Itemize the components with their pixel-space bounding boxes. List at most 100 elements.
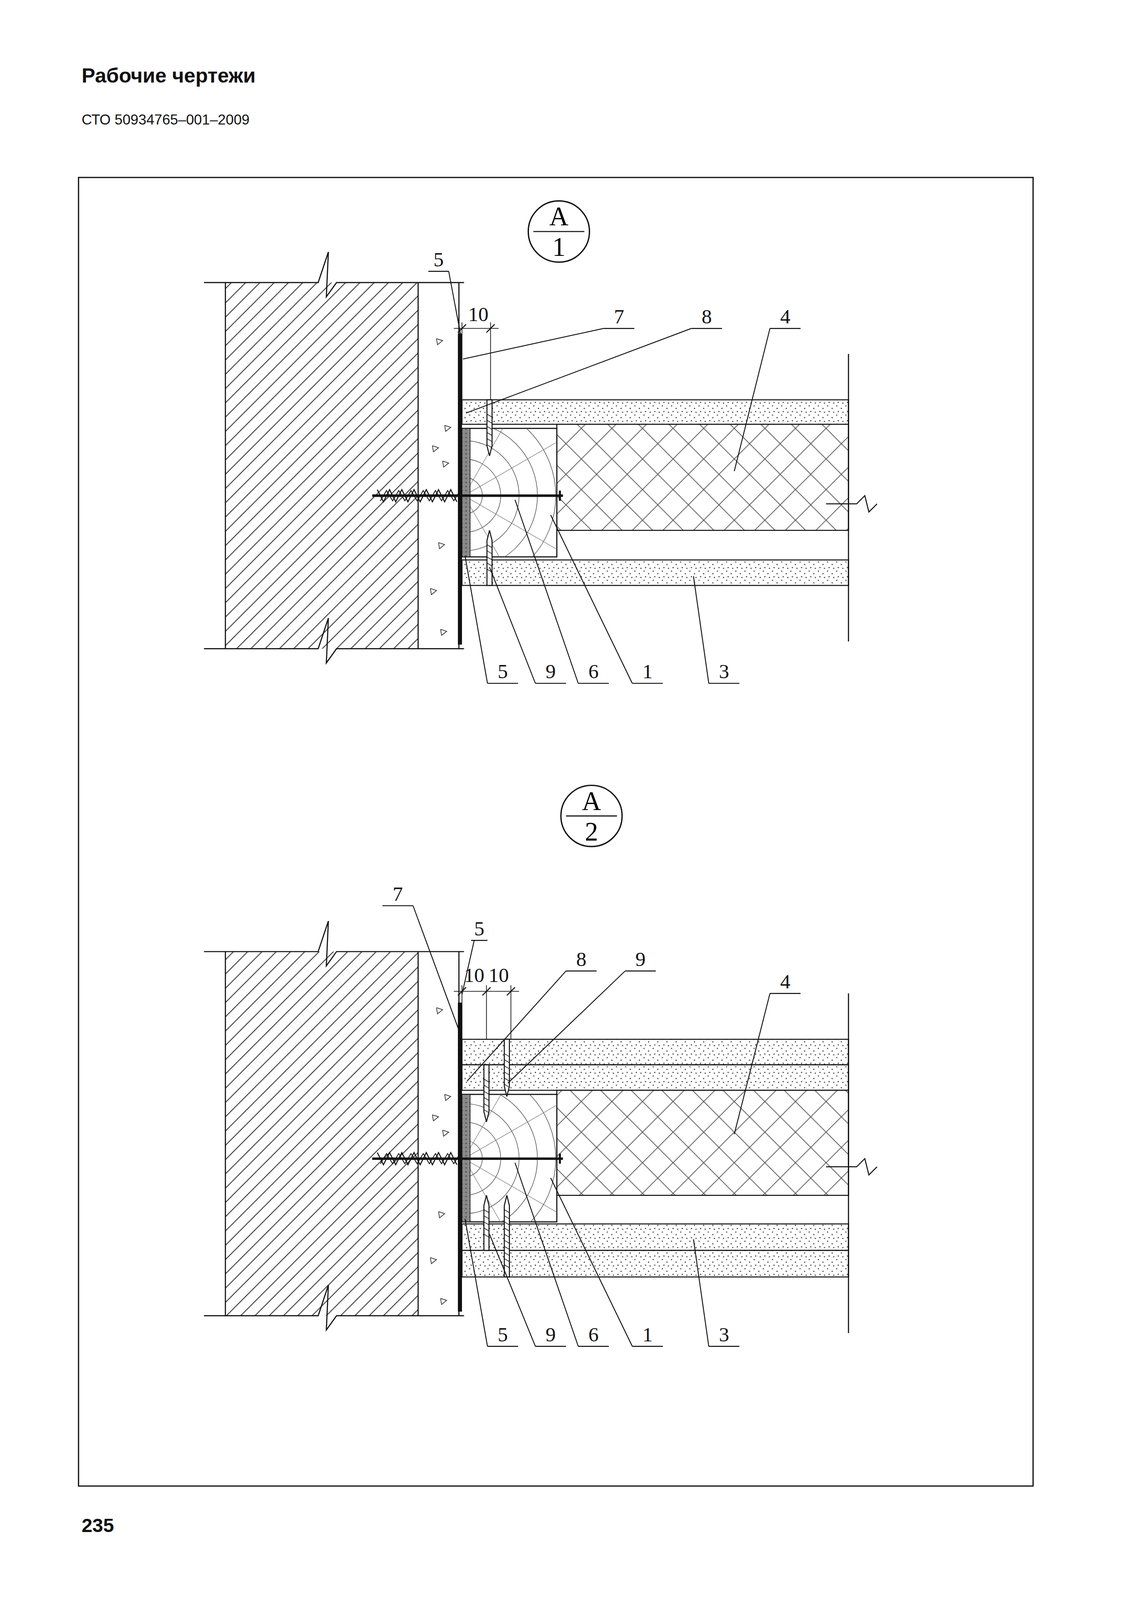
break-line xyxy=(203,1285,464,1330)
wood-grain xyxy=(461,428,557,557)
aggregate-mark xyxy=(436,338,443,345)
callout-number: 3 xyxy=(719,660,730,682)
break-mark xyxy=(825,1158,877,1175)
detail-section xyxy=(203,251,877,663)
anchor-head xyxy=(558,1153,561,1164)
screw-thread xyxy=(487,562,493,566)
board xyxy=(461,560,849,586)
sheet-frame xyxy=(78,177,1033,1486)
callout-number: 1 xyxy=(642,660,653,682)
section-number: 2 xyxy=(560,819,624,846)
callout-number: 5 xyxy=(497,1323,508,1345)
callout-underline xyxy=(603,327,635,329)
screw-thread xyxy=(483,1091,489,1095)
page-number: 235 xyxy=(81,1515,115,1535)
section-marker: А1 xyxy=(527,199,591,264)
callout-underline xyxy=(535,1345,566,1347)
screw-thread xyxy=(483,1084,489,1089)
callout-underline xyxy=(769,992,801,994)
callout-number: 10 xyxy=(488,964,509,986)
callout-number: 9 xyxy=(545,660,556,682)
masonry-wall xyxy=(225,951,419,1316)
callout-underline xyxy=(691,327,722,329)
aggregate-mark xyxy=(430,588,437,595)
leader-line xyxy=(508,970,626,1084)
dimension-extension xyxy=(461,322,463,400)
board xyxy=(461,1250,849,1277)
screw xyxy=(487,530,493,586)
grain-ray xyxy=(463,1158,525,1222)
aggregate-mark xyxy=(442,1130,449,1137)
wall-edge xyxy=(224,951,226,1316)
screw xyxy=(487,399,493,457)
callout-number: 5 xyxy=(474,918,485,939)
section-marker: А2 xyxy=(560,784,624,848)
screw-thread xyxy=(504,1264,510,1268)
plaster-layer xyxy=(418,951,459,1316)
break-line xyxy=(203,251,464,297)
leader-line xyxy=(466,328,692,414)
timber-block xyxy=(461,428,557,557)
leader-line xyxy=(413,905,460,1031)
callout-underline xyxy=(578,682,609,684)
screw-thread xyxy=(487,556,493,561)
callout-underline xyxy=(382,905,414,907)
screw-thread xyxy=(487,420,493,424)
grain-ray xyxy=(463,1097,557,1159)
grain-ray xyxy=(463,428,525,496)
insulation xyxy=(556,1089,849,1195)
callout-underline xyxy=(625,970,656,972)
grain-ray xyxy=(463,1158,557,1220)
membrane xyxy=(457,333,462,645)
section-number: 1 xyxy=(527,234,591,261)
callout-number: 4 xyxy=(780,306,791,327)
leader-line xyxy=(489,566,536,684)
leader-line xyxy=(514,1162,579,1347)
screw-thread xyxy=(504,1065,510,1069)
screw-thread xyxy=(504,1215,510,1220)
wall-edge xyxy=(224,282,226,649)
aggregate-mark xyxy=(432,1114,439,1121)
leader-line xyxy=(489,1234,536,1347)
screw-thread xyxy=(487,438,493,442)
aggregate-mark xyxy=(440,629,447,636)
callout-underline xyxy=(632,682,663,684)
membrane xyxy=(457,1002,462,1312)
marker-divider xyxy=(533,230,585,232)
break-mark xyxy=(825,495,877,513)
screw-thread xyxy=(483,1079,489,1083)
aggregate-mark xyxy=(438,542,445,549)
leader-line xyxy=(550,514,633,684)
panel-edge xyxy=(847,993,849,1334)
callout-number: 6 xyxy=(588,1323,599,1345)
callout-underline xyxy=(487,1345,519,1347)
wall-edge xyxy=(417,282,419,649)
callout-number: 4 xyxy=(780,970,791,992)
callout-number: 9 xyxy=(545,1323,556,1345)
aggregate-mark xyxy=(444,1094,451,1100)
callout-underline xyxy=(428,270,449,272)
screw xyxy=(504,1195,510,1277)
grain-ring xyxy=(461,428,556,557)
screw-thread xyxy=(504,1078,510,1082)
screw-thread xyxy=(483,1227,489,1231)
screw-thread xyxy=(487,414,493,418)
callout-number: 7 xyxy=(613,306,624,327)
screw-thread xyxy=(504,1258,510,1262)
dimension-extension xyxy=(490,322,492,400)
section-letter: А xyxy=(560,788,624,815)
screw-thread xyxy=(504,1252,510,1256)
callout-underline xyxy=(708,682,740,684)
insulation xyxy=(556,424,849,531)
callout-number: 7 xyxy=(392,883,403,904)
board xyxy=(461,399,849,425)
wood-grain xyxy=(461,1094,557,1222)
callout-number: 6 xyxy=(588,660,599,682)
screw-thread xyxy=(504,1209,510,1213)
dimension-extension xyxy=(486,985,488,1040)
screw-thread xyxy=(483,1097,489,1101)
grain-ray xyxy=(463,1094,525,1159)
aggregate-mark xyxy=(440,1298,447,1305)
grain-ring xyxy=(461,428,538,557)
